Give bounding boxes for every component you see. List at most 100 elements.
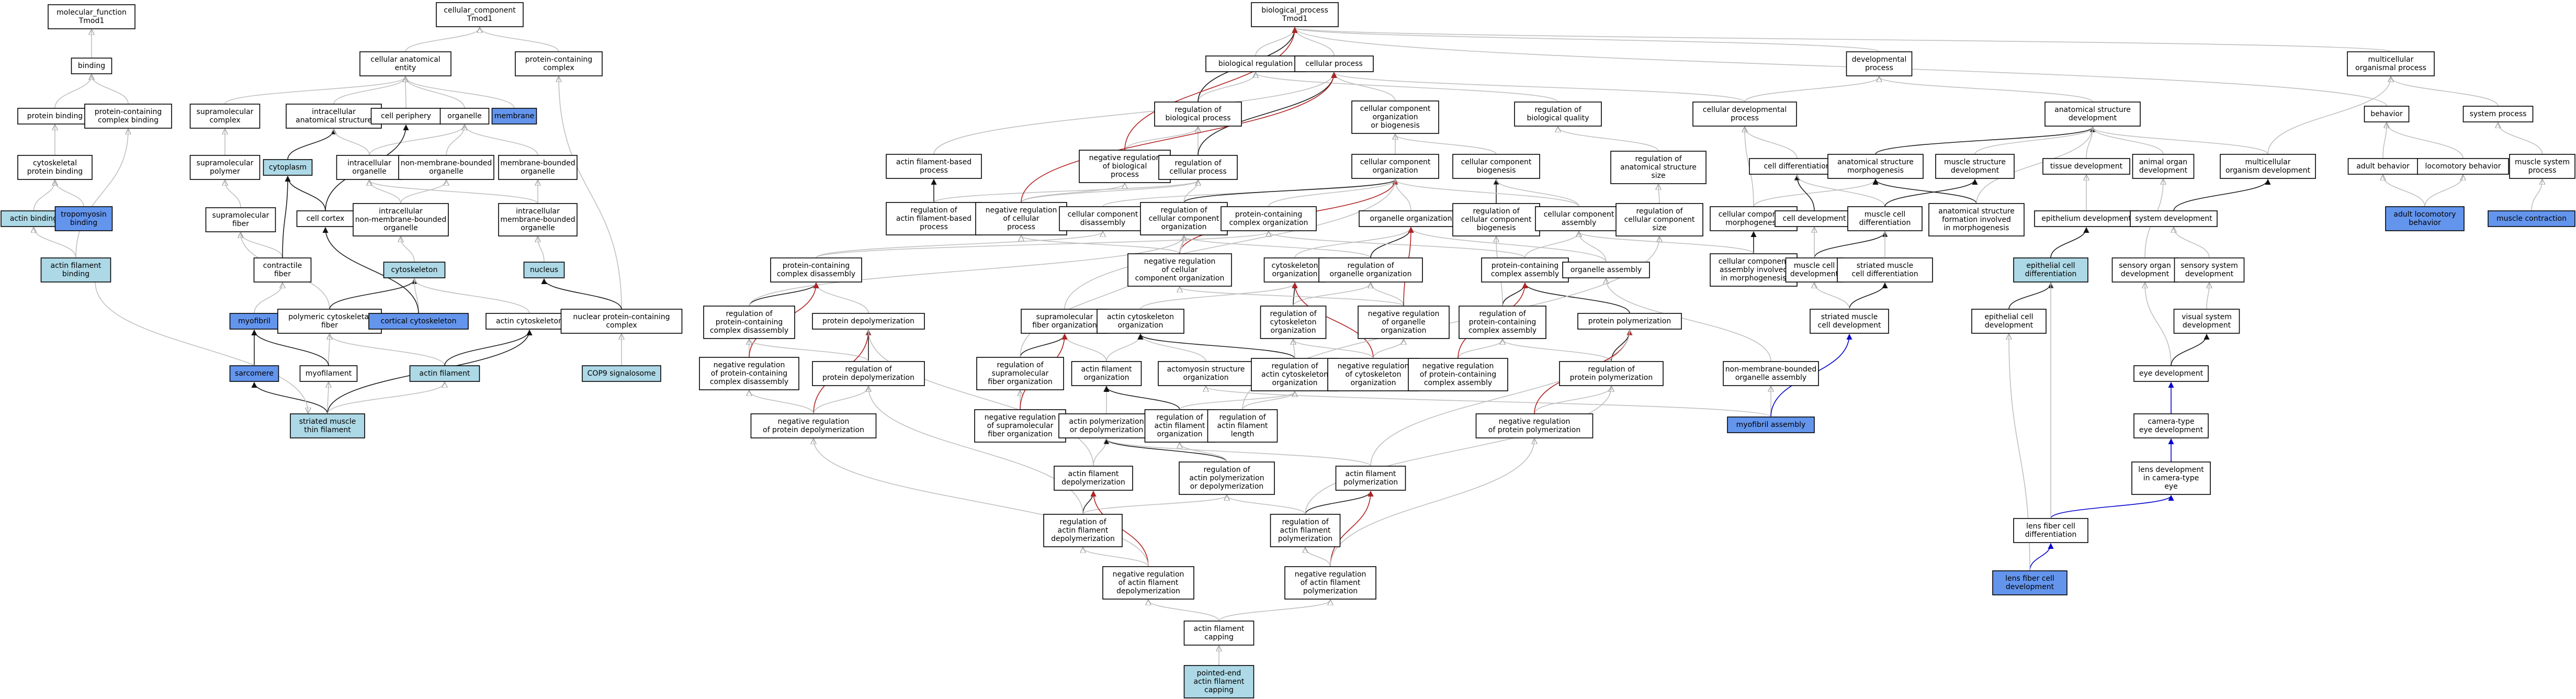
go-term-node[interactable]: myofibril assembly: [1727, 416, 1815, 433]
go-term-node[interactable]: actin cytoskeleton: [485, 313, 573, 330]
go-term-node[interactable]: protein binding: [17, 108, 93, 125]
go-term-node[interactable]: binding: [71, 58, 112, 74]
go-term-node[interactable]: myofibril: [229, 313, 279, 330]
go-term-node[interactable]: membrane: [491, 108, 537, 125]
go-term-node[interactable]: eye development: [2133, 365, 2209, 382]
go-term-node[interactable]: myofilament: [299, 365, 358, 382]
go-term-node[interactable]: COP9 signalosome: [582, 365, 661, 382]
go-term-node[interactable]: organelle: [439, 108, 490, 125]
go-term-node[interactable]: cell development: [1775, 210, 1854, 227]
go-term-node[interactable]: epithelium development: [2034, 210, 2139, 227]
go-term-node[interactable]: nucleus: [523, 262, 565, 278]
go-term-node[interactable]: cell cortex: [296, 210, 355, 227]
go-term-node[interactable]: sarcomere: [229, 365, 279, 382]
go-term-node[interactable]: cytoskeleton: [383, 262, 446, 278]
go-term-node[interactable]: actin filament: [409, 365, 480, 382]
go-term-node[interactable]: adult behavior: [2347, 158, 2419, 175]
go-term-node[interactable]: organelle organization: [1359, 210, 1463, 227]
go-term-node[interactable]: cellular process: [1294, 55, 1374, 72]
go-term-node[interactable]: organelle assembly: [1562, 262, 1650, 278]
go-term-node[interactable]: locomotory behavior: [2417, 158, 2509, 175]
go-term-node[interactable]: cytoplasm: [263, 159, 313, 176]
go-term-node[interactable]: muscle contraction: [2488, 210, 2575, 227]
go-term-node[interactable]: protein polymerization: [1577, 313, 1682, 330]
go-term-node[interactable]: biological regulation: [1205, 55, 1306, 72]
